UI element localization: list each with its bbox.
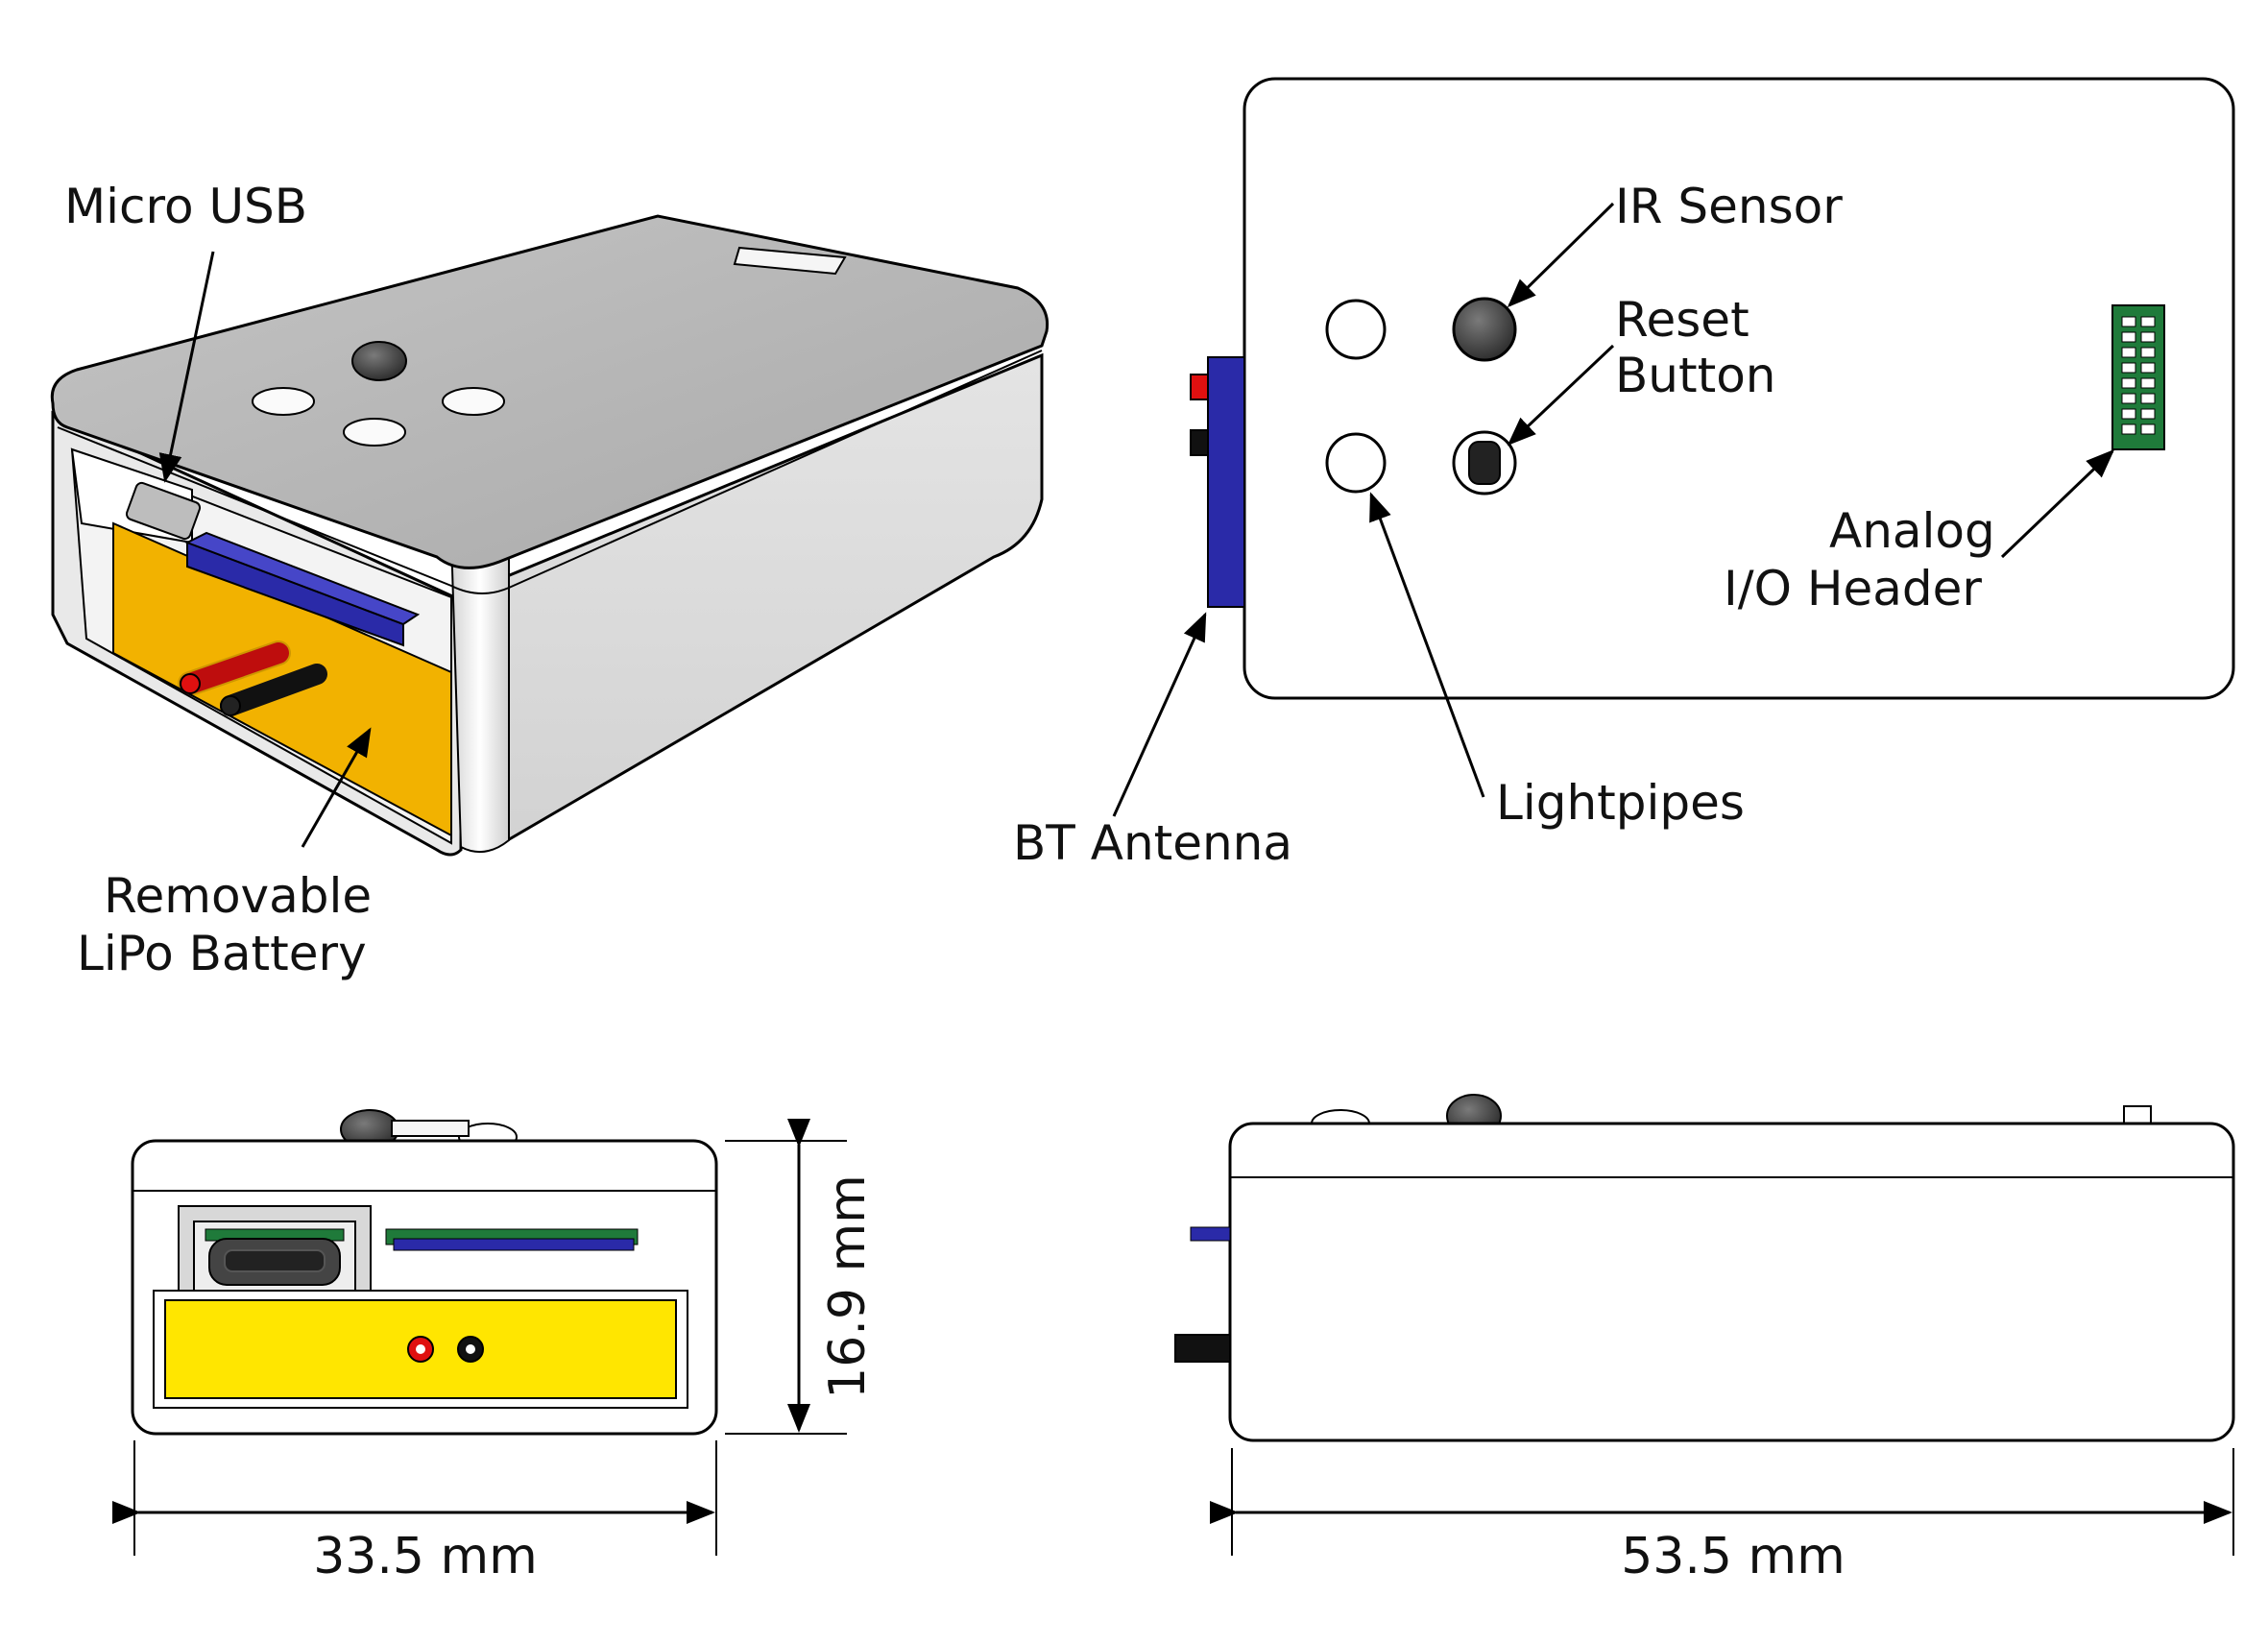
reset-label-line2: Button xyxy=(1615,348,1775,403)
battery-lead-side xyxy=(1174,1334,1231,1363)
reset-label-line1: Reset xyxy=(1615,292,1749,348)
side-view-body xyxy=(1228,1122,2235,1442)
red-battery-lead xyxy=(180,673,201,694)
ir-sensor-label: IR Sensor xyxy=(1615,179,1843,234)
height-dimension xyxy=(725,1119,847,1435)
front-view xyxy=(131,1109,718,1436)
isometric-view xyxy=(50,214,1050,857)
micro-usb-port xyxy=(125,481,202,541)
ir-sensor xyxy=(1452,297,1517,362)
length-dimension xyxy=(1210,1448,2234,1556)
lightpipe xyxy=(252,387,315,416)
lightpipe xyxy=(343,418,406,447)
top-header-connector xyxy=(733,246,847,276)
lightpipe-bottom xyxy=(1325,432,1387,494)
analog-label-line2: I/O Header xyxy=(1724,561,1982,616)
height-dimension-label: 16.9 mm xyxy=(819,1174,877,1399)
micro-usb-arrow xyxy=(158,251,215,483)
battery-label-line1: Removable xyxy=(104,868,372,924)
reset-button xyxy=(1468,441,1501,485)
top-view xyxy=(1190,77,2235,700)
side-view xyxy=(1174,1094,2235,1442)
analog-header-arrow xyxy=(2000,448,2115,559)
bt-antenna-board xyxy=(1207,356,1245,608)
reset-button-arrow xyxy=(1507,344,1615,447)
lightpipe xyxy=(442,387,505,416)
lightpipe-top xyxy=(1325,299,1387,360)
black-battery-lead xyxy=(220,695,241,716)
micro-usb-label: Micro USB xyxy=(64,179,307,234)
battery-arrow xyxy=(301,727,372,848)
width-dimension xyxy=(112,1440,717,1556)
length-dimension-label: 53.5 mm xyxy=(1621,1528,1846,1585)
lightpipes-label: Lightpipes xyxy=(1496,775,1745,831)
width-dimension-label: 33.5 mm xyxy=(313,1528,538,1585)
ir-sensor-dome xyxy=(351,341,407,381)
battery-label-line2: LiPo Battery xyxy=(77,926,367,981)
analog-label-line1: Analog xyxy=(1829,503,1995,559)
bt-antenna-label: BT Antenna xyxy=(1013,815,1292,871)
black-terminal xyxy=(1190,429,1209,456)
lightpipes-arrow xyxy=(1369,492,1485,798)
red-terminal xyxy=(1190,374,1209,400)
bt-antenna-side xyxy=(1190,1226,1231,1242)
analog-io-header xyxy=(2111,304,2165,450)
bt-antenna-arrow xyxy=(1112,612,1207,817)
ir-sensor-arrow xyxy=(1507,202,1615,308)
